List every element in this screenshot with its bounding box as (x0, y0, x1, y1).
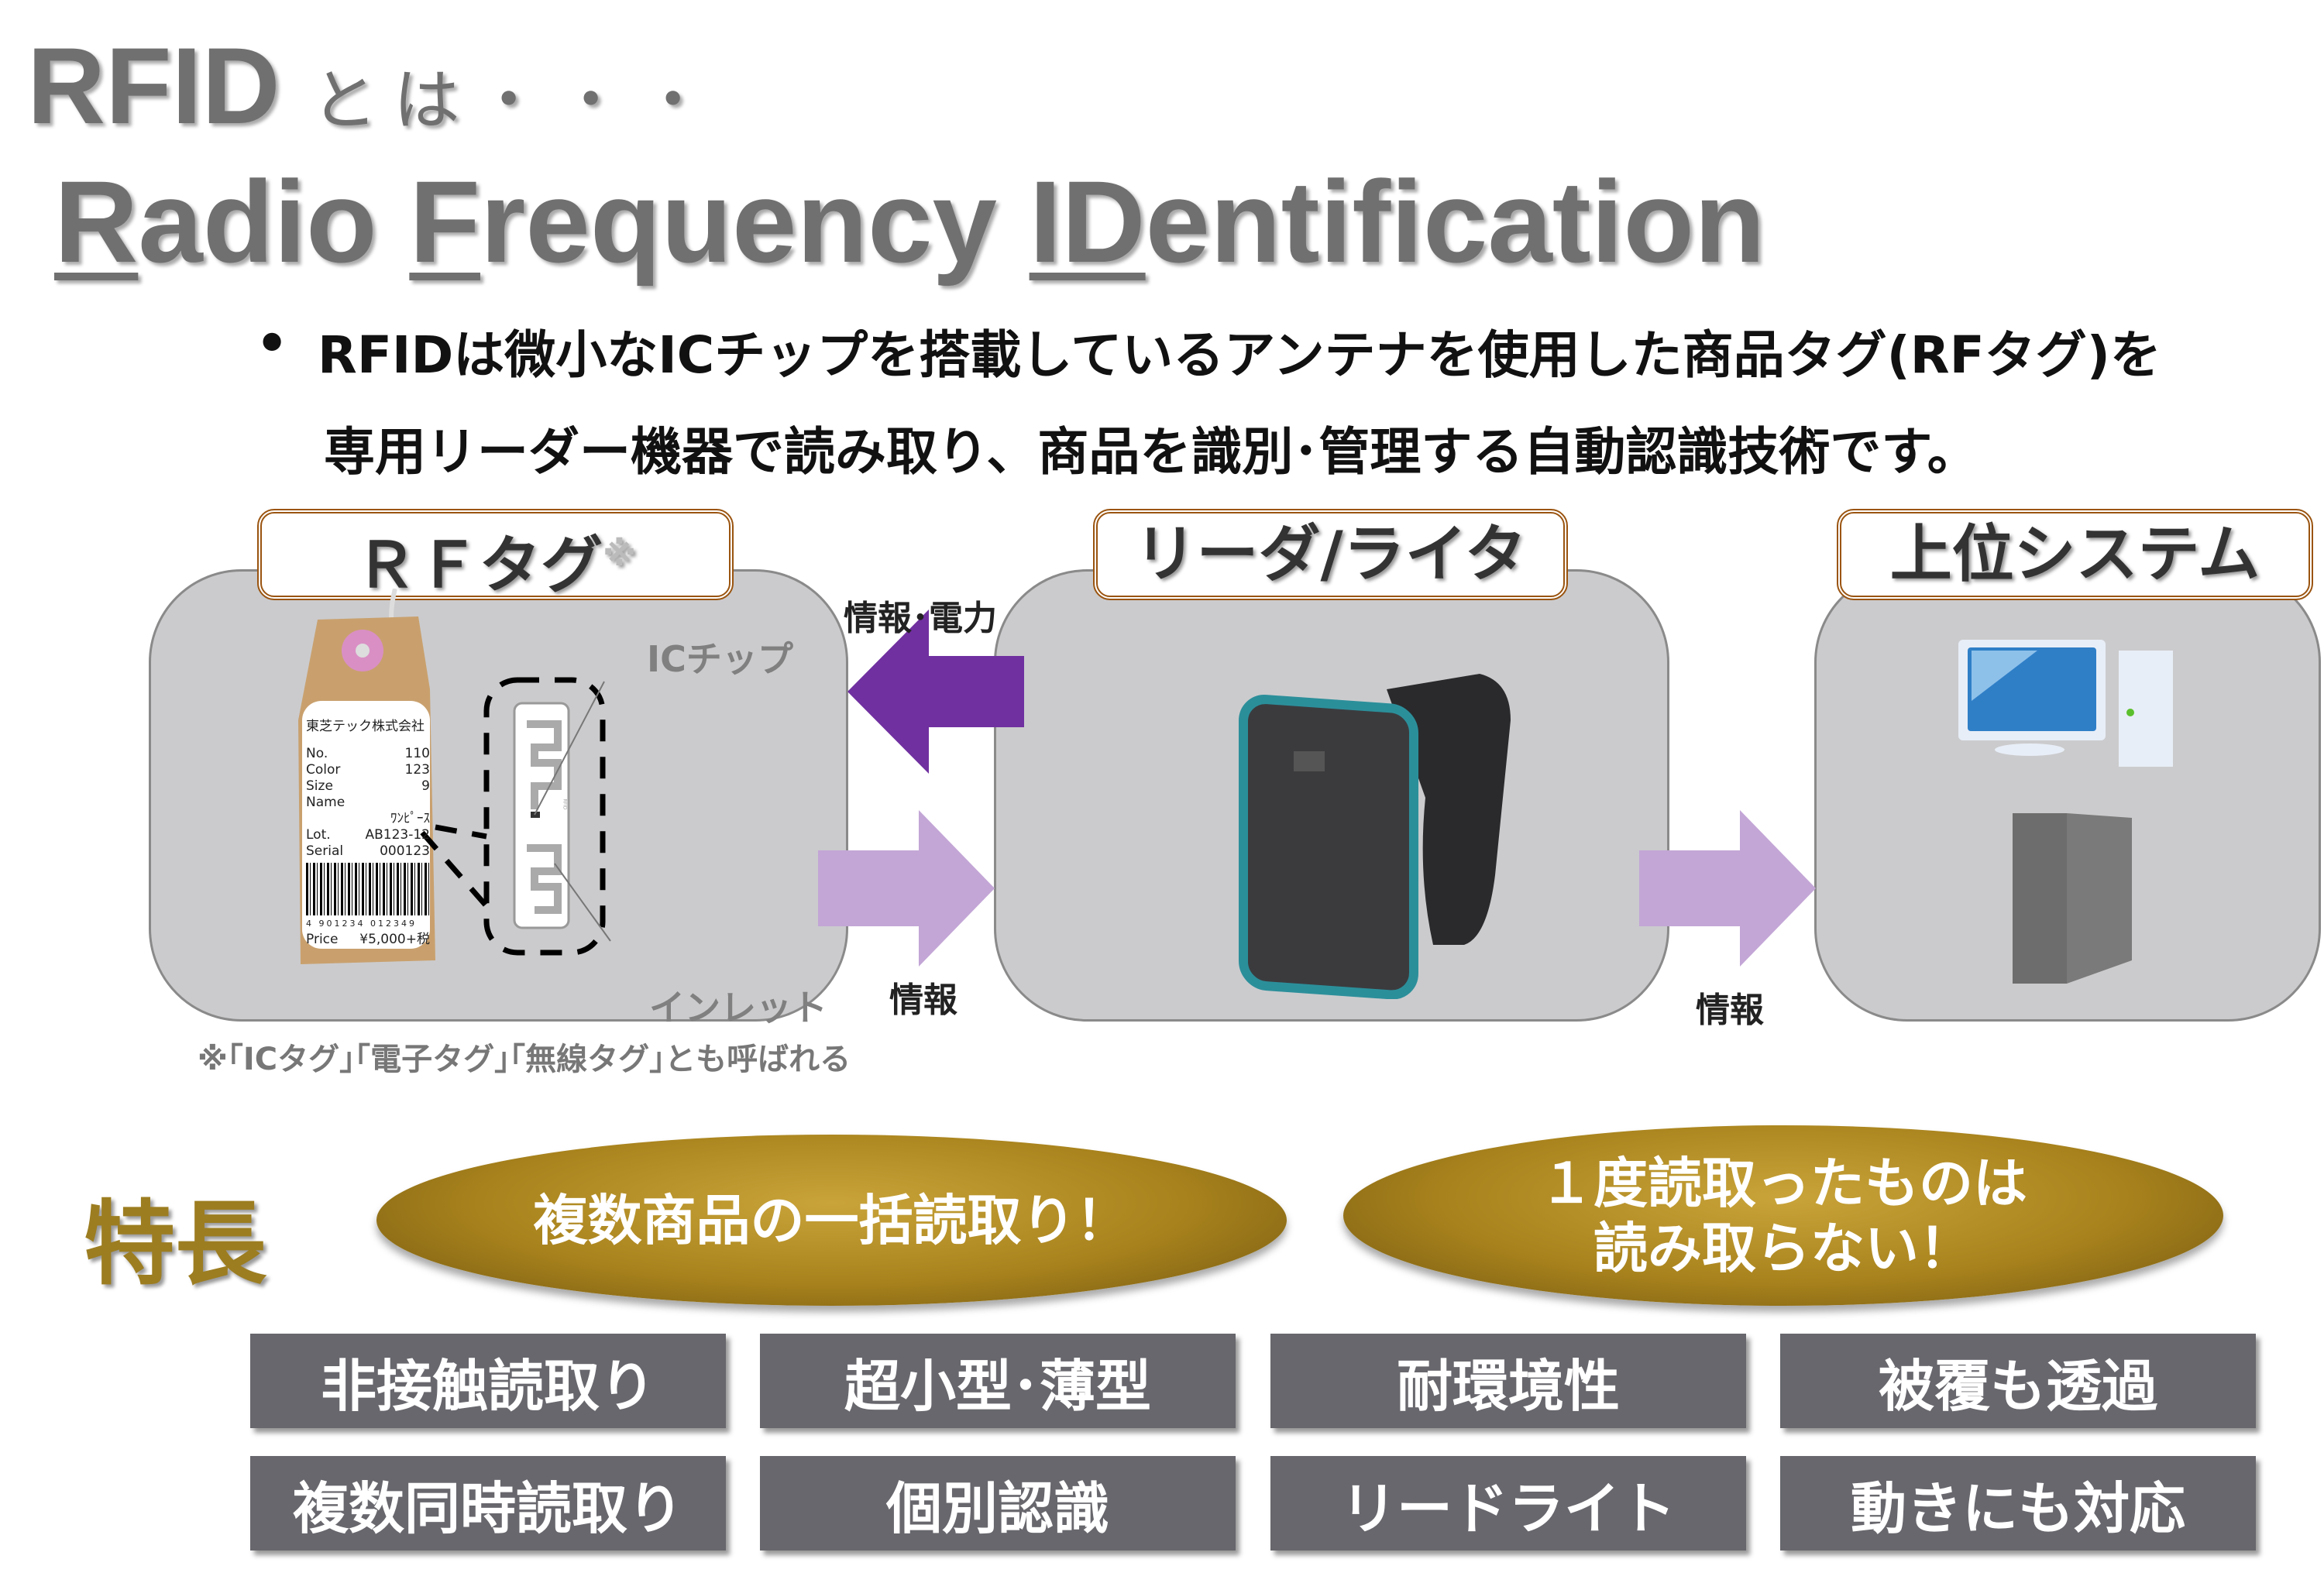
tag-key: Price (306, 932, 339, 947)
description-line-2: 専用リーダー機器で読み取り、商品を識別･管理する自動認識技術です。 (324, 422, 1978, 482)
tag-row: No. 110 (306, 746, 430, 762)
rf-tag-panel (149, 569, 848, 1022)
tag-value: 110 (404, 746, 430, 761)
subtitle-word: requency (480, 156, 1030, 287)
reader-label: リーダ/ライタ (1093, 509, 1568, 600)
info-label: 情報 (889, 980, 957, 1020)
footnote-mark: ※ (603, 534, 636, 574)
feature-durability: 耐環境性 (1270, 1334, 1746, 1428)
feature-read-write: リードライト (1270, 1456, 1746, 1551)
tag-value: 000123 (380, 843, 430, 859)
price-tag-label: 東芝テック株式会社 No. 110 Color 123 Size 9 Name ﾜﾝﾋ… (306, 719, 430, 948)
tag-row: Color 123 (306, 762, 430, 778)
info-power-arrow (847, 610, 1024, 774)
feature-compact: 超小型･薄型 (760, 1334, 1236, 1428)
highlight-no-duplicate-read: １度読取ったものは 読み取らない！ (1343, 1125, 2223, 1306)
tag-value: AB123-12 (365, 827, 430, 843)
tag-row: Lot. AB123-12 (306, 827, 430, 843)
highlight-line: １度読取ったものは (1539, 1151, 2027, 1215)
feature-motion: 動きにも対応 (1780, 1456, 2256, 1551)
feature-penetration: 被覆も透過 (1780, 1334, 2256, 1428)
feature-contactless: 非接触読取り (250, 1334, 726, 1428)
tag-key: Lot. (306, 827, 331, 843)
tag-key: Name (306, 795, 346, 810)
highlight-line: 読み取らない！ (1593, 1216, 1973, 1280)
barcode (306, 863, 430, 915)
ic-chip-label: ICチップ (647, 638, 793, 680)
tag-value: 9 (421, 778, 430, 794)
tag-value: 123 (404, 762, 430, 778)
title-suffix: とは・・・ (311, 64, 722, 138)
info-power-label: 情報･電力 (844, 599, 997, 638)
highlight-bulk-read: 複数商品の一括読取り！ (376, 1135, 1287, 1306)
tag-key: No. (306, 746, 328, 761)
tag-row: Size 9 (306, 778, 430, 795)
subtitle-initial-r: R (54, 156, 139, 287)
system-label: 上位システム (1837, 509, 2313, 600)
inlet-label: インレット (649, 987, 827, 1029)
info-label: 情報 (1696, 991, 1764, 1030)
description-line-1: RFIDは微小なICチップを搭載しているアンテナを使用した商品タグ(RFタグ)を (318, 325, 2161, 385)
tag-key: Size (306, 778, 333, 794)
computer-server-illustration (1958, 640, 2173, 984)
subtitle-initial-f: F (409, 156, 480, 287)
footnote: ※｢ICタグ｣｢電子タグ｣｢無線タグ｣とも呼ばれる (198, 1042, 851, 1077)
page-title: RFID とは・・・ (27, 23, 722, 149)
info-arrow-to-reader (818, 810, 995, 967)
feature-individual-id: 個別認識 (760, 1456, 1236, 1551)
barcode-digits: 4 901234 012349 (306, 919, 417, 929)
tag-value: ¥5,000+税 (359, 932, 430, 947)
page-subtitle: Radio Frequency IDentification (54, 155, 1765, 289)
inlet-text: RFID (562, 798, 568, 810)
rf-tag-label: ＲＦタグ※ (257, 509, 734, 602)
tag-row: Price ¥5,000+税 (306, 932, 430, 948)
subtitle-word: adio (138, 156, 410, 287)
subtitle-initial-id: ID (1029, 156, 1146, 287)
tag-key: Color (306, 762, 341, 778)
info-arrow-to-system (1639, 810, 1816, 967)
rfid-reader-illustration (1239, 674, 1511, 999)
tag-key: Serial (306, 843, 344, 859)
features-heading: 特長 (84, 1190, 267, 1297)
tag-value: ﾜﾝﾋﾟｰｽ (390, 811, 430, 826)
subtitle-word: entification (1145, 156, 1765, 287)
feature-multi-read: 複数同時読取り (250, 1456, 726, 1551)
tag-company: 東芝テック株式会社 (306, 719, 425, 734)
title-rfid: RFID (27, 25, 280, 146)
tag-row: Serial 000123 (306, 843, 430, 860)
bullet-dot: • (256, 314, 289, 373)
